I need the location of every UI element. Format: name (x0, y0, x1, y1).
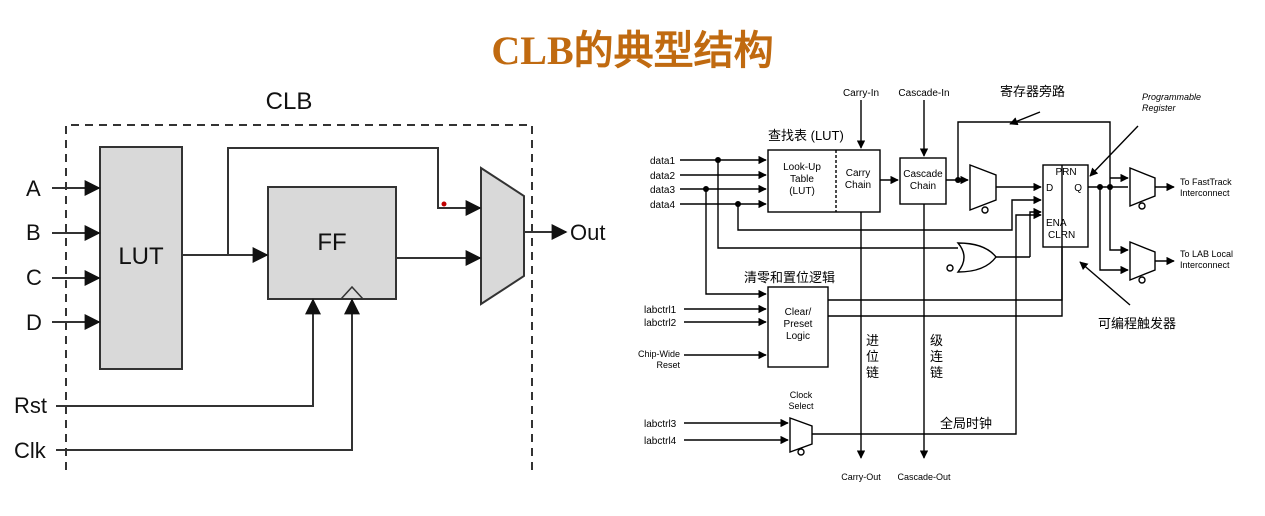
carry-cn-2: 位 (866, 349, 879, 364)
labctrl1-label: labctrl1 (644, 305, 677, 316)
cascade-chain-line1: Cascade (903, 169, 943, 180)
clb-label: CLB (266, 88, 313, 115)
rst-label: Rst (14, 393, 47, 418)
carry-out-label: Carry-Out (841, 472, 881, 482)
ff-mux (969, 163, 997, 212)
cascade-cn-3: 链 (930, 365, 943, 380)
carry-chain-line2: Chain (845, 180, 871, 191)
clk-wire (56, 298, 360, 451)
to-fasttrack-line2: Interconnect (1180, 188, 1230, 198)
ff-label: FF (317, 229, 346, 256)
rst-wire (56, 298, 321, 407)
ff-cn-label: 可编程触发器 (1098, 316, 1176, 331)
prog-reg-line2: Register (1142, 103, 1177, 113)
out-label: Out (570, 220, 605, 245)
out-mux-top (1129, 166, 1156, 208)
clear-cn-label: 清零和置位逻辑 (744, 270, 835, 285)
data4-label: data4 (650, 200, 675, 211)
data2-label: data2 (650, 171, 675, 182)
bypass-wire (227, 147, 482, 255)
cascade-in-label: Cascade-In (898, 88, 949, 99)
labctrl3-label: labctrl3 (644, 419, 677, 430)
lut-label: LUT (118, 243, 164, 270)
prog-reg-line1: Programmable (1142, 92, 1201, 102)
clear-block-line1: Clear/ (785, 307, 812, 318)
bypass-cn-label: 寄存器旁路 (1000, 84, 1065, 99)
chip-reset-line1: Chip-Wide (638, 349, 680, 359)
lut-block-line1: Look-Up (783, 162, 821, 173)
clear-block-line2: Preset (784, 319, 813, 330)
carry-cn-3: 链 (866, 365, 879, 380)
labctrl2-label: labctrl2 (644, 318, 677, 329)
lut-block-line3: (LUT) (789, 186, 815, 197)
clock-select-line1: Clock (790, 390, 813, 400)
data3-label: data3 (650, 185, 675, 196)
clear-preset-block (767, 286, 829, 368)
input-c-label: C (26, 265, 42, 290)
out-mux-bottom (1129, 240, 1156, 282)
clb-boundary (65, 124, 533, 470)
input-b-label: B (26, 220, 41, 245)
ff-block (267, 186, 397, 300)
q-label: Q (1074, 183, 1082, 194)
chip-reset-line2: Reset (656, 360, 680, 370)
clock-select-line2: Select (788, 401, 814, 411)
d-label: D (1046, 183, 1053, 194)
carry-in-label: Carry-In (843, 88, 879, 99)
clb-simple-diagram: CLB LUT FF A B C D Out Rst Clk (14, 88, 605, 470)
register-block (1042, 164, 1089, 248)
clear-block-line3: Logic (786, 331, 810, 342)
input-d-label: D (26, 310, 42, 335)
clock-select-mux (789, 417, 813, 453)
input-a-label: A (26, 176, 41, 201)
cascade-chain-line2: Chain (910, 181, 936, 192)
to-fasttrack-line1: To FastTrack (1180, 177, 1232, 187)
mux-shape (480, 166, 525, 306)
lut-block-line2: Table (790, 174, 814, 185)
or-gate (956, 242, 997, 273)
cascade-out-label: Cascade-Out (897, 472, 951, 482)
lut-cn-label: 查找表 (LUT) (768, 128, 844, 143)
ff-clock-triangle (340, 285, 364, 300)
clrn-label: CLRN (1048, 230, 1075, 241)
to-lab-line2: Interconnect (1180, 260, 1230, 270)
data1-label: data1 (650, 156, 675, 167)
global-clock-cn-label: 全局时钟 (940, 416, 992, 431)
cascade-chain-block (899, 157, 947, 205)
clk-label: Clk (14, 438, 47, 463)
prn-label: PRN (1055, 167, 1076, 178)
page-title: CLB的典型结构 (491, 28, 774, 73)
cascade-cn-2: 连 (930, 349, 943, 364)
lut-block (99, 146, 183, 370)
to-lab-line1: To LAB Local (1180, 249, 1233, 259)
lut-carry-block (767, 149, 881, 213)
ena-label: ENA (1046, 218, 1067, 229)
carry-chain-line1: Carry (846, 168, 870, 179)
carry-cn-1: 进 (866, 333, 879, 348)
logic-element-diagram: Carry-In Cascade-In data1 data2 data3 da… (638, 84, 1233, 482)
labctrl4-label: labctrl4 (644, 436, 677, 447)
cascade-cn-1: 级 (930, 333, 943, 348)
bypass-dot (441, 201, 447, 207)
